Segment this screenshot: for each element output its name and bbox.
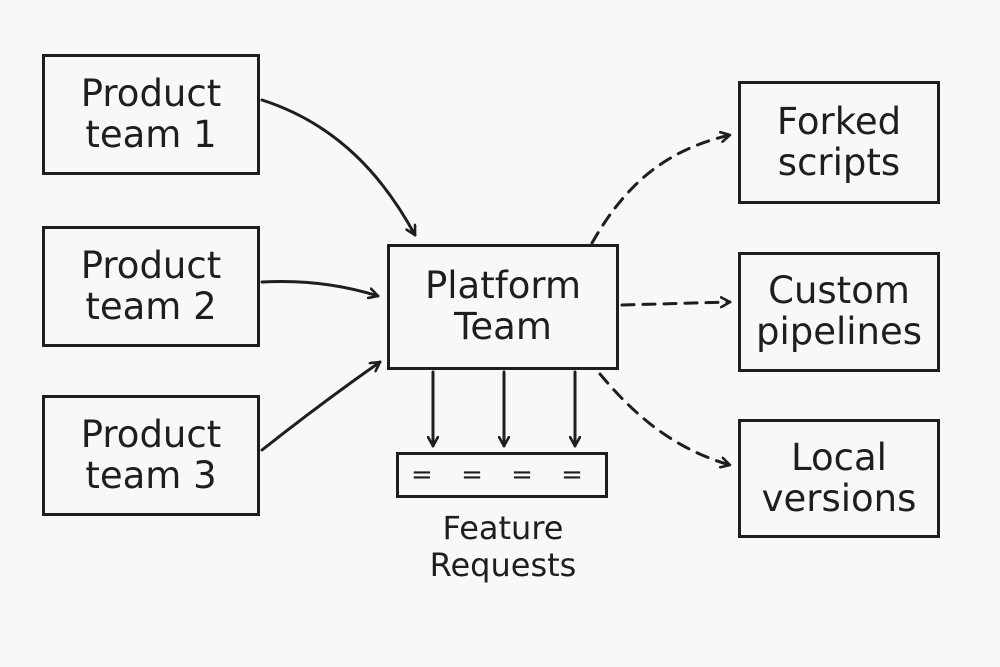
forked-scripts-box: Forked scripts: [738, 81, 940, 204]
local-versions-box: Local versions: [738, 419, 940, 538]
dashed-arrow-to-custom-pipelines: [620, 302, 732, 305]
feature-requests-caption-line2: Requests: [429, 545, 577, 584]
local-versions-line2: versions: [761, 476, 917, 520]
platform-team-line1: Platform: [424, 264, 582, 308]
forked-scripts-line1: Forked: [776, 99, 902, 143]
arrow-team2-to-platform: [260, 280, 380, 296]
feature-requests-queue: = = = =: [396, 452, 608, 498]
product-team-1-line1: Product: [80, 71, 222, 115]
dashed-arrow-to-local-versions: [598, 372, 732, 465]
custom-pipelines-line1: Custom: [768, 269, 910, 313]
product-team-3-line2: team 3: [85, 453, 217, 497]
platform-team-box: Platform Team: [387, 244, 619, 370]
arrow-team3-to-platform: [260, 360, 382, 452]
platform-team-line2: Team: [454, 305, 552, 348]
feature-requests-caption-line1: Feature: [442, 509, 564, 547]
product-team-2-line2: team 2: [85, 284, 217, 328]
custom-pipelines-box: Custom pipelines: [738, 252, 940, 372]
product-team-3-box: Product team 3: [42, 395, 260, 516]
product-team-3-line1: Product: [80, 412, 222, 456]
product-team-1-box: Product team 1: [42, 54, 260, 175]
local-versions-line1: Local: [791, 435, 887, 479]
forked-scripts-line2: scripts: [777, 140, 901, 184]
product-team-2-box: Product team 2: [42, 226, 260, 347]
feature-requests-caption: Feature Requests: [388, 510, 618, 584]
custom-pipelines-line2: pipelines: [755, 310, 923, 353]
product-team-1-line2: team 1: [85, 112, 217, 156]
queue-marks: = = = =: [411, 459, 593, 490]
product-team-2-line1: Product: [80, 243, 222, 287]
arrow-team1-to-platform: [260, 98, 417, 237]
dashed-arrow-to-forked-scripts: [590, 135, 732, 245]
